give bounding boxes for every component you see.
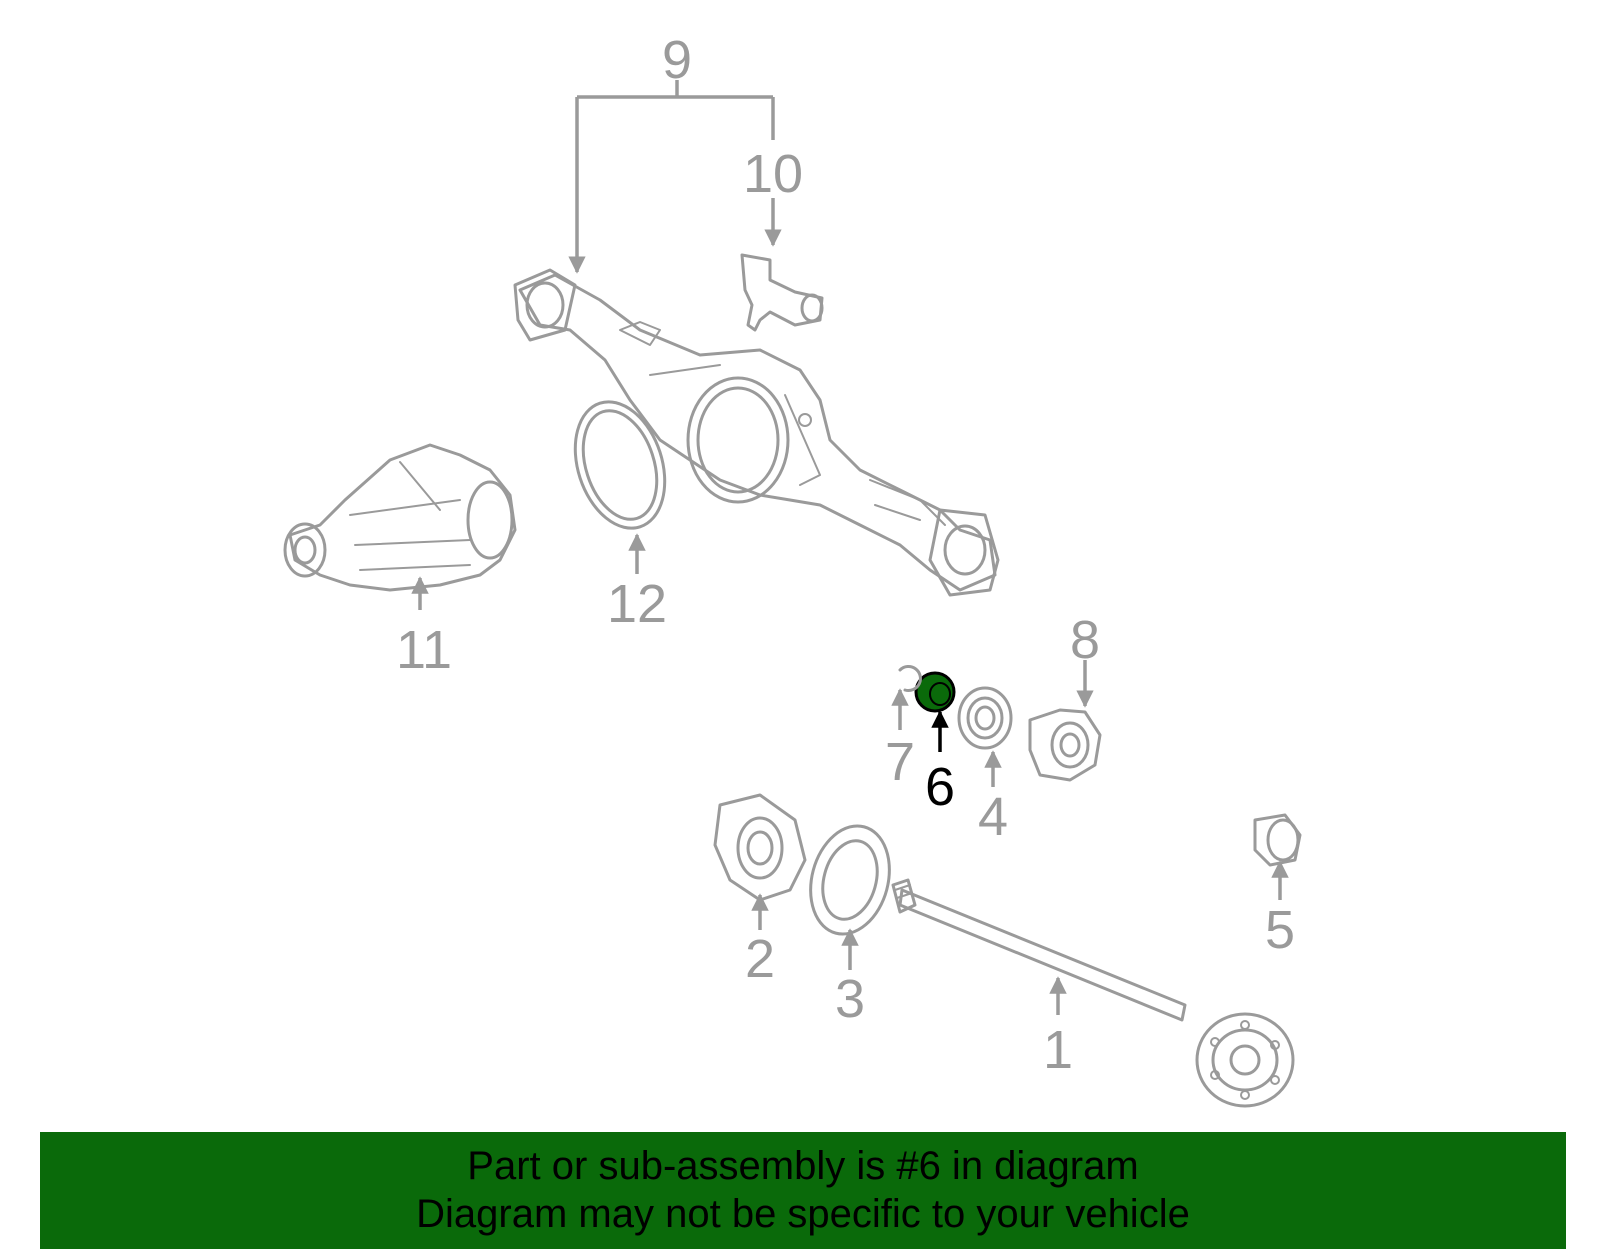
callout-10: 10 xyxy=(743,144,803,204)
callout-9: 9 xyxy=(662,30,692,90)
axle-housing xyxy=(513,268,1000,597)
gasket xyxy=(573,400,667,530)
leader-lines xyxy=(411,80,1289,1015)
bearing-retainer xyxy=(1028,708,1102,782)
differential-carrier xyxy=(283,443,517,592)
callout-7: 7 xyxy=(885,732,915,792)
vent-bracket xyxy=(740,253,824,332)
callout-8: 8 xyxy=(1070,610,1100,670)
backing-plate xyxy=(713,793,807,902)
callout-6: 6 xyxy=(925,757,955,817)
callout-2: 2 xyxy=(745,929,775,989)
callout-5: 5 xyxy=(1265,900,1295,960)
banner-line-disclaimer: Diagram may not be specific to your vehi… xyxy=(416,1192,1190,1236)
snap-ring xyxy=(898,665,922,692)
wheel-bearing xyxy=(957,686,1013,750)
axle-shaft xyxy=(891,878,1295,1108)
callout-3: 3 xyxy=(835,969,865,1029)
seal-plate xyxy=(809,824,891,936)
banner-line-part: Part or sub-assembly is #6 in diagram xyxy=(467,1144,1139,1188)
callout-1: 1 xyxy=(1043,1020,1073,1080)
info-banner: Part or sub-assembly is #6 in diagram Di… xyxy=(40,1132,1566,1249)
callout-labels: 9 10 12 11 8 7 6 4 5 2 3 1 xyxy=(396,30,1295,1080)
callout-12: 12 xyxy=(607,574,667,634)
callout-11: 11 xyxy=(396,620,452,680)
oil-seal xyxy=(1253,813,1302,867)
callout-4: 4 xyxy=(978,787,1008,847)
